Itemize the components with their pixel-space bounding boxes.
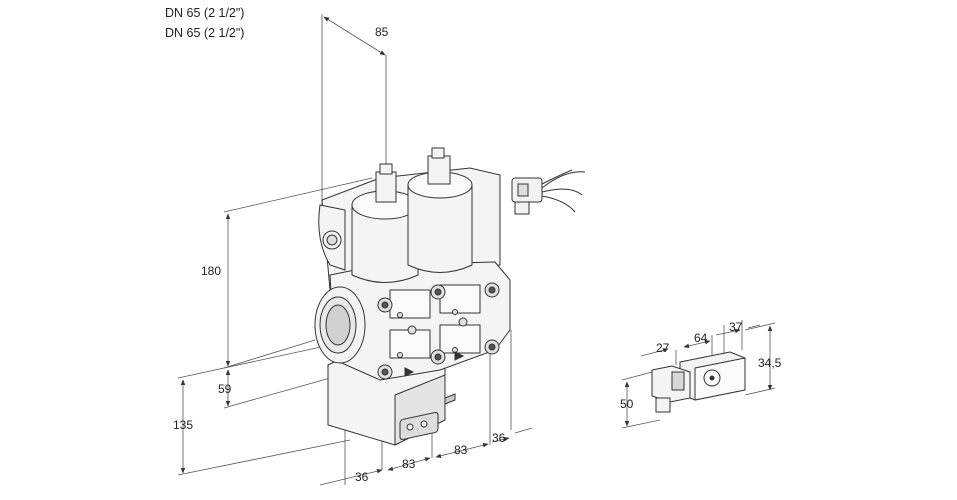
dim-64: 64 [694, 331, 708, 345]
solenoid-coil-1 [351, 204, 419, 283]
module-plate-2 [439, 284, 481, 314]
module-plate-1 [389, 289, 431, 319]
actuator-gland [655, 397, 671, 413]
solenoid-coil-2 [407, 184, 473, 273]
dim-135: 135 [173, 418, 193, 432]
cable-connector-icon [511, 169, 586, 215]
module-plate-4 [439, 324, 481, 354]
dim-34-5: 34,5 [758, 356, 782, 370]
dim-36-right: 36 [492, 431, 506, 445]
dim-85: 85 [375, 25, 389, 39]
dim-180: 180 [201, 264, 221, 278]
dim-83-right: 83 [454, 443, 468, 457]
dim-37: 37 [729, 320, 743, 334]
dim-50: 50 [620, 397, 634, 411]
dim-59: 59 [218, 382, 232, 396]
dim-83-left: 83 [402, 457, 416, 471]
module-plate-3 [389, 329, 431, 359]
plug-connector-2 [427, 155, 451, 185]
plug-connector-1 [375, 171, 397, 203]
dimension-lines [177, 14, 776, 486]
actuator-detail [651, 351, 746, 413]
header-line-1: DN 65 (2 1/2") [165, 6, 245, 20]
double-valve-assembly [314, 147, 511, 446]
dim-27: 27 [656, 341, 670, 355]
cable-gland [444, 393, 456, 405]
dim-36-bottom: 36 [355, 470, 369, 484]
header-line-2: DN 65 (2 1/2") [165, 26, 245, 40]
